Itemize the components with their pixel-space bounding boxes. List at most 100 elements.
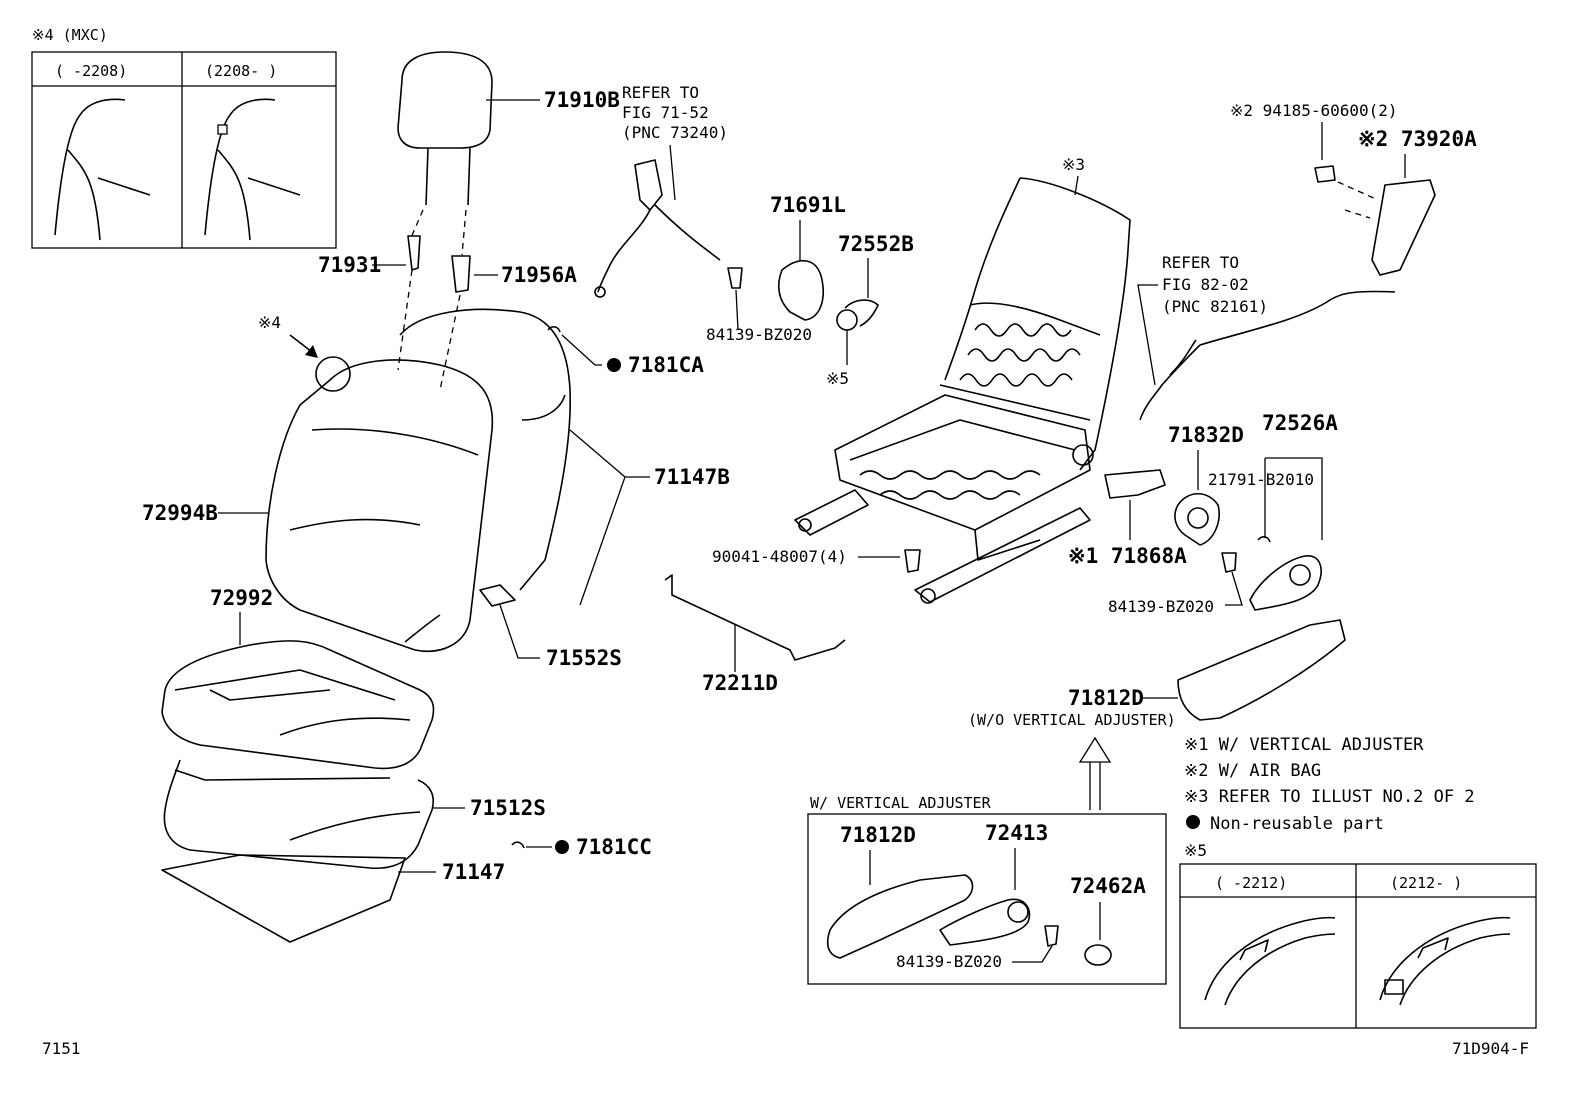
adjuster-handle-72413 [939,898,1031,946]
label-94185-60600: ※2 94185-60600(2) [1230,101,1398,120]
rod-group: 90041-48007(4) 72211D [664,547,921,695]
cover-71691l [777,259,824,321]
inset-mxc: ※4 (MXC) ( -2208) (2208- ) [31,26,337,249]
headrest-contour-early [54,98,126,236]
seatback-frame-71147b [399,308,572,591]
refer-belt-line1: REFER TO [622,83,699,102]
refer-harness-line2: FIG 82-02 [1162,275,1249,294]
label-71552s: 71552S [546,646,622,670]
seatback-spring-zigzag [974,323,1072,337]
label-71910b: 71910B [544,88,620,112]
cover-5-late [1379,916,1511,1001]
vertical-box-frame [807,813,1167,985]
label-71812d-box: 71812D [840,823,916,847]
legend-note-3: ※3 REFER TO ILLUST NO.2 OF 2 [1184,787,1475,807]
cushion-pad-71512s [163,759,434,870]
inset-5: ※5 ( -2212) (2212- ) [1179,841,1537,1029]
callout-5-label: ※5 [826,369,849,388]
refer-belt-line3: (PNC 73240) [622,123,728,142]
non-reusable-dot-7181ca [607,358,621,372]
nut-94185-60600 [1314,165,1336,183]
inset-mxc-heading: ※4 (MXC) [32,26,108,44]
screw-84139-b [1221,552,1237,573]
clip-21791-b2010 [1257,536,1271,543]
inset-mxc-col-right: (2208- ) [205,62,277,80]
inset-mxc-col-left: ( -2208) [55,62,127,80]
legend-non-reusable-dot [1186,815,1200,829]
refer-belt-line2: FIG 71-52 [622,103,709,122]
label-72211d: 72211D [702,671,778,695]
callout-5-circle [836,309,858,331]
seatback-frame-right [1019,177,1131,471]
label-73920a: ※2 73920A [1358,127,1477,151]
cushion-frame-71147 [161,854,406,943]
callout-3-label: ※3 [1062,155,1085,174]
label-71812d-top: 71812D [1068,686,1144,710]
label-7181ca: 7181CA [628,353,704,377]
support-71956a [451,255,471,293]
label-72462a: 72462A [1070,874,1146,898]
label-72526a: 72526A [1262,411,1338,435]
seat-belt-group: REFER TO FIG 71-52 (PNC 73240) [594,83,728,298]
cushion-group: 72992 71512S 71147 7181CC [161,586,652,943]
cover-71868a [1104,469,1166,499]
cover-5-early [1204,916,1336,1001]
legend-note-1: ※1 W/ VERTICAL ADJUSTER [1184,735,1424,755]
seat-cushion-frame [834,394,1091,531]
side-cover-71812d-vert [826,874,974,959]
seat-rail-right [914,507,1091,603]
inset-5-heading: ※5 [1184,841,1207,860]
clip-71552s [479,584,516,607]
label-71956a: 71956A [501,263,577,287]
inset-5-col-left: ( -2212) [1215,874,1287,892]
footer-left-code: 7151 [42,1039,81,1058]
label-71691l: 71691L [770,193,846,217]
callout-4-label: ※4 [258,313,281,332]
harness-airbag-group: REFER TO FIG 82-02 (PNC 82161) ※2 94185-… [1137,101,1477,421]
refer-harness-line1: REFER TO [1162,253,1239,272]
side-cover-71812d [1177,619,1346,721]
outer-cover-group: 71812D (W/O VERTICAL ADJUSTER) [968,619,1346,810]
label-84139-c: 84139-BZ020 [896,952,1002,971]
cover-71832d [1174,492,1220,546]
legend: ※1 W/ VERTICAL ADJUSTER ※2 W/ AIR BAG ※3… [1184,735,1475,834]
label-71868a: ※1 71868A [1068,544,1187,568]
label-71812d-note: (W/O VERTICAL ADJUSTER) [968,711,1176,729]
label-71832d: 71832D [1168,423,1244,447]
support-71931 [407,235,421,271]
seat-frame-group: ※3 71832D [794,155,1244,604]
label-21791-b2010: 21791-B2010 [1208,470,1314,489]
inset-5-col-right: (2212- ) [1390,874,1462,892]
recliner-handle-72526a [1249,555,1322,611]
cover-72552b [844,299,879,327]
harness-cable [1139,344,1201,421]
seat-rail-left [794,489,869,536]
label-72552b: 72552B [838,232,914,256]
label-84139-b: 84139-BZ020 [1108,597,1214,616]
non-reusable-dot-7181cc [555,840,569,854]
label-71512s: 71512S [470,796,546,820]
callout-4-circle [315,356,351,392]
label-71931: 71931 [318,253,381,277]
seatback-cover-72994b [265,359,494,652]
refer-harness-line3: (PNC 82161) [1162,297,1268,316]
screw-84139-a [727,267,743,289]
side-airbag-73920a [1371,179,1436,276]
side-cover-group: 71691L 84139-BZ020 72552B ※5 [706,193,914,388]
legend-note-2: ※2 W/ AIR BAG [1184,761,1321,781]
bolt-90041-48007 [904,549,921,573]
vertical-box-title: W/ VERTICAL ADJUSTER [810,794,992,812]
inset-5-frame [1179,863,1537,1029]
rod-72211d [664,574,846,661]
seat-belt-cable [597,209,651,293]
cushion-cover-72992 [161,640,435,770]
vertical-adjuster-box: W/ VERTICAL ADJUSTER 71812D 72413 72462A… [807,794,1167,985]
screw-84139-c [1044,925,1059,947]
seat-belt-buckle [634,159,663,211]
label-72992: 72992 [210,586,273,610]
label-90041-48007: 90041-48007(4) [712,547,847,566]
headrest-71910b [397,51,493,149]
airbag-cable [1199,290,1396,346]
recliner-group: 72526A 21791-B2010 84139-BZ020 ※1 71868A [1068,411,1338,616]
label-84139-a: 84139-BZ020 [706,325,812,344]
